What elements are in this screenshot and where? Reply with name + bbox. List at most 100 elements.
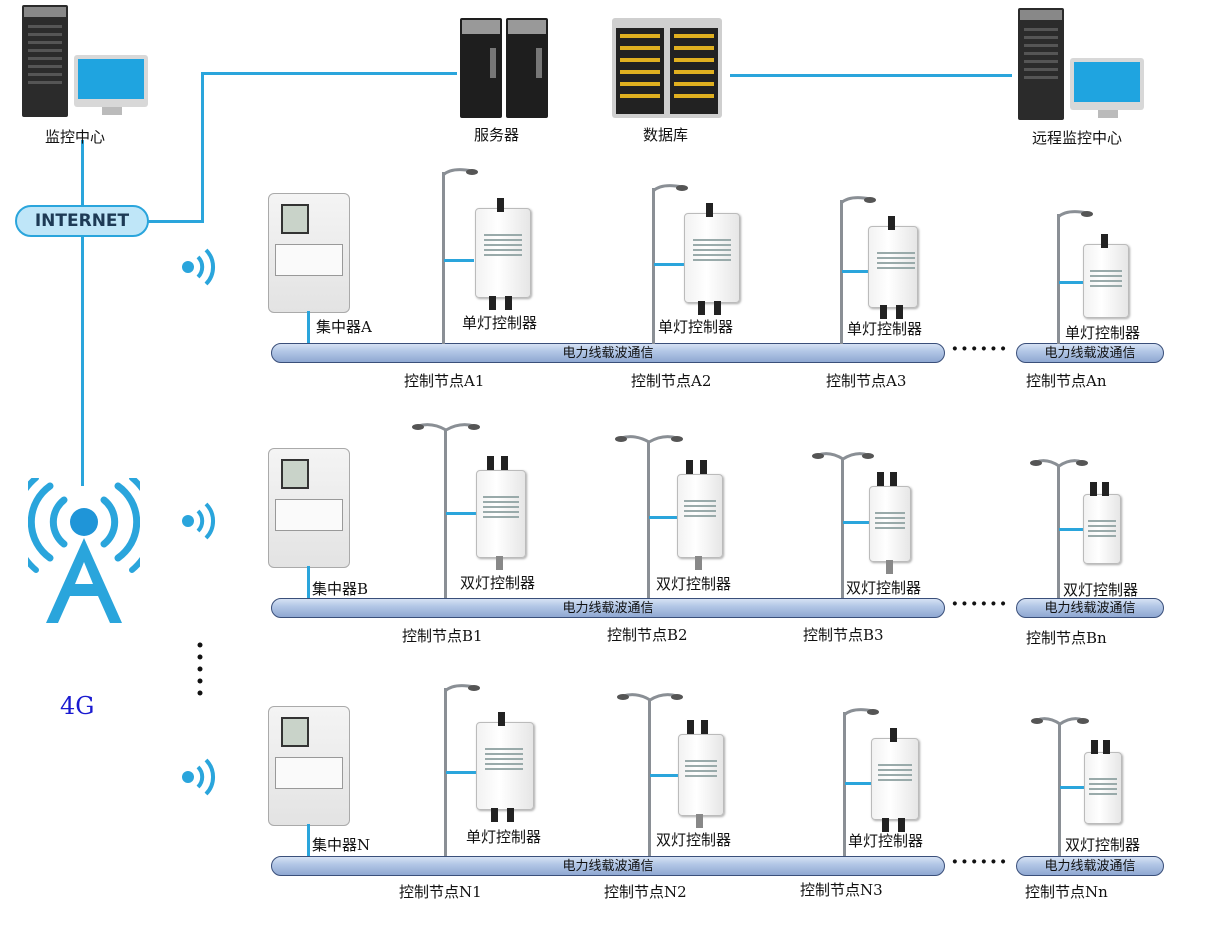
controller-link — [1060, 786, 1084, 789]
street-light-pole — [647, 442, 650, 598]
control-node-label: 控制节点Bn — [1026, 629, 1107, 647]
double-lamp-controller-device — [677, 474, 723, 558]
power-line-carrier: 电力线载波通信 — [1016, 343, 1164, 363]
power-line-carrier: 电力线载波通信 — [271, 856, 945, 876]
concentrator-link — [307, 824, 310, 857]
double-lamp-head-icon — [1031, 714, 1089, 734]
street-lamp-head-icon — [843, 706, 879, 725]
double-lamp-head-icon — [412, 420, 480, 440]
connector — [877, 472, 884, 486]
street-lamp-head-icon — [840, 194, 876, 213]
connector — [507, 808, 514, 822]
single-lamp-controller-device — [475, 208, 531, 298]
street-lamp-head-icon — [442, 166, 478, 185]
connector — [706, 203, 713, 217]
remote-monitor-center-icon — [1018, 8, 1144, 123]
monitor-center-label: 监控中心 — [45, 128, 106, 146]
concentrator-meter — [268, 193, 350, 313]
controller-label: 单灯控制器 — [847, 320, 923, 338]
controller-label: 双灯控制器 — [1065, 836, 1141, 854]
double-lamp-head-icon — [812, 449, 874, 469]
server-icon — [460, 18, 550, 118]
single-lamp-controller-device — [476, 722, 534, 810]
power-line-carrier: 电力线载波通信 — [1016, 856, 1164, 876]
internet-badge: INTERNET — [15, 205, 149, 237]
controller-label: 双灯控制器 — [1063, 581, 1139, 599]
connector — [501, 456, 508, 470]
controller-label: 单灯控制器 — [462, 314, 538, 332]
line-internet-right — [148, 220, 204, 223]
double-lamp-head-icon — [1030, 456, 1088, 476]
connector — [882, 818, 889, 832]
connector — [491, 808, 498, 822]
double-lamp-head-icon — [615, 432, 683, 452]
connector — [700, 460, 707, 474]
double-lamp-controller-device — [678, 734, 724, 816]
street-light-pole — [841, 458, 844, 598]
street-light-pole — [843, 712, 846, 856]
cellular-tower-icon — [11, 475, 157, 628]
controller-label: 双灯控制器 — [656, 831, 732, 849]
controller-link — [1059, 528, 1083, 531]
power-line-carrier: 电力线载波通信 — [1016, 598, 1164, 618]
connector — [496, 556, 503, 570]
connector — [1101, 234, 1108, 248]
controller-label: 单灯控制器 — [848, 832, 924, 850]
double-lamp-controller-device — [476, 470, 526, 558]
connector — [487, 456, 494, 470]
control-node-label: 控制节点An — [1026, 372, 1107, 390]
line-up-to-server — [201, 72, 204, 223]
connector — [888, 216, 895, 230]
power-line-carrier: 电力线载波通信 — [271, 343, 945, 363]
line-monitor-vertical — [81, 140, 84, 210]
control-node-label: 控制节点A1 — [404, 372, 485, 390]
rows-ellipsis — [197, 642, 203, 704]
connector — [489, 296, 496, 310]
controller-link — [649, 516, 677, 519]
cellular-label: 4G — [60, 692, 95, 720]
single-lamp-controller-device — [1083, 244, 1129, 318]
controller-link — [650, 774, 678, 777]
street-light-pole — [840, 200, 843, 344]
control-node-label: 控制节点B1 — [402, 627, 483, 645]
street-light-pole — [444, 688, 447, 856]
controller-link — [446, 512, 476, 515]
control-node-label: 控制节点Nn — [1025, 883, 1108, 901]
controller-label: 单灯控制器 — [1065, 324, 1141, 342]
connector — [695, 556, 702, 570]
control-node-label: 控制节点A3 — [826, 372, 907, 390]
concentrator-link — [307, 566, 310, 599]
connector — [498, 712, 505, 726]
control-node-label: 控制节点N2 — [604, 883, 687, 901]
concentrator-label: 集中器A — [316, 318, 372, 336]
single-lamp-controller-device — [684, 213, 740, 303]
concentrator-link — [307, 311, 310, 344]
connector — [497, 198, 504, 212]
street-lamp-head-icon — [1057, 208, 1093, 227]
concentrator-meter — [268, 448, 350, 568]
connector — [1103, 740, 1110, 754]
connector — [898, 818, 905, 832]
concentrator-meter — [268, 706, 350, 826]
power-line-ellipsis: ······ — [951, 849, 1009, 875]
controller-link — [842, 270, 868, 273]
control-node-label: 控制节点N3 — [800, 881, 883, 899]
street-lamp-head-icon — [652, 182, 688, 201]
street-light-pole — [1057, 214, 1060, 344]
control-node-label: 控制节点A2 — [631, 372, 712, 390]
power-line-ellipsis: ······ — [951, 591, 1009, 617]
connector — [505, 296, 512, 310]
single-lamp-controller-device — [871, 738, 919, 820]
connector — [890, 472, 897, 486]
controller-label: 单灯控制器 — [466, 828, 542, 846]
controller-link — [843, 521, 869, 524]
controller-link — [446, 771, 476, 774]
line-to-server — [201, 72, 457, 75]
line-internet-to-4g — [81, 236, 84, 486]
connector — [1091, 740, 1098, 754]
connector — [696, 814, 703, 828]
concentrator-label: 集中器B — [312, 580, 369, 598]
line-db-to-remote — [730, 74, 1012, 77]
power-line-ellipsis: ······ — [951, 336, 1009, 362]
connector — [880, 305, 887, 319]
